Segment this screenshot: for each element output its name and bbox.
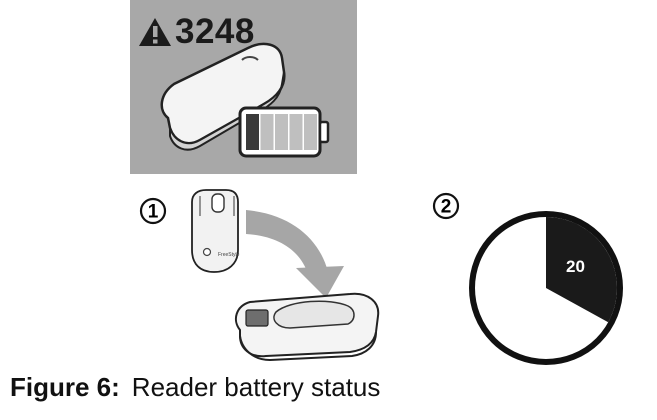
caption-prefix: Figure 6: <box>10 372 120 402</box>
sensor-logo-text: FreeStyle <box>218 252 240 258</box>
figure-caption: Figure 6: Reader battery status <box>10 372 380 402</box>
reader-dock <box>234 292 380 362</box>
reader-screen-panel: 3248 <box>130 0 357 174</box>
battery-segment <box>304 114 317 150</box>
timer-label: 20 <box>566 257 585 276</box>
battery-segment <box>289 114 303 150</box>
battery-icon <box>238 106 330 158</box>
sensor-device: FreeStyle <box>191 189 240 273</box>
alert-readout: 3248 <box>138 14 255 49</box>
step-number-1: 1 <box>148 202 159 223</box>
caption-text: Reader battery status <box>131 372 381 402</box>
step-marker-1: 1 <box>139 197 167 225</box>
step-marker-2: 2 <box>432 192 460 220</box>
warning-icon <box>139 17 171 46</box>
curved-arrow-icon <box>246 210 344 298</box>
charge-timer-pie <box>469 211 623 365</box>
battery-segment <box>275 114 288 150</box>
reader-illustration <box>160 42 330 158</box>
battery-segment <box>260 114 274 150</box>
step-number-2: 2 <box>441 197 452 218</box>
alert-code: 3248 <box>175 12 255 51</box>
battery-segment <box>246 114 259 150</box>
timer-wedge <box>546 217 617 323</box>
sensor-dock-illustration: FreeStyle <box>191 189 380 362</box>
